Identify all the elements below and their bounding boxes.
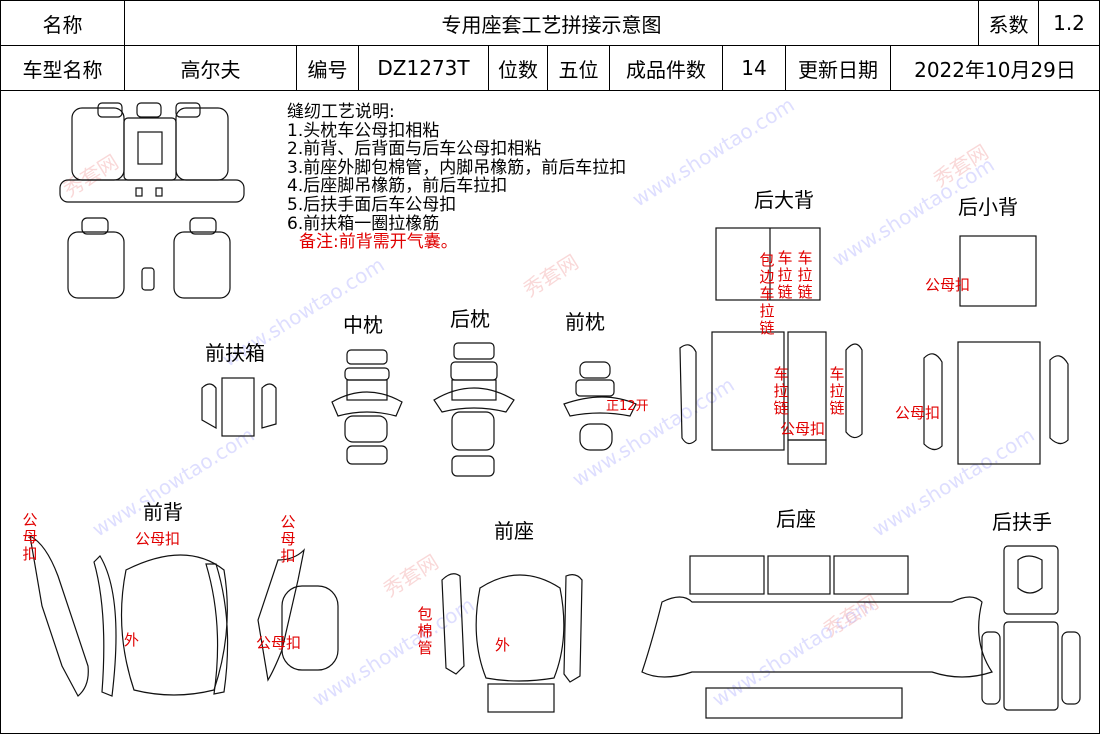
middle-pillow-pattern bbox=[331, 349, 403, 465]
section-title-rear-small-back: 后小背 bbox=[958, 195, 1018, 219]
section-title-rear-pillow: 后枕 bbox=[450, 307, 490, 331]
annotation-outer: 外 bbox=[124, 631, 140, 649]
rear-armrest-pattern bbox=[981, 545, 1081, 711]
pieces-label: 成品件数 bbox=[609, 45, 723, 91]
rear-seat-pattern bbox=[641, 555, 993, 719]
code-value: DZ1273T bbox=[358, 45, 489, 91]
section-title-front-back: 前背 bbox=[143, 500, 183, 524]
header-table: 名称 专用座套工艺拼接示意图 系数 1.2 车型名称 高尔夫 编号 DZ1273… bbox=[0, 0, 1100, 91]
model-label: 车型名称 bbox=[0, 45, 125, 91]
section-title-rear-armrest: 后扶手 bbox=[992, 510, 1052, 534]
front-seat-thumbnails bbox=[67, 217, 231, 299]
rear-small-back-pattern bbox=[923, 235, 1069, 465]
coef-value: 1.2 bbox=[1038, 0, 1100, 46]
date-value: 2022年10月29日 bbox=[890, 45, 1100, 91]
notes-heading: 缝纫工艺说明: bbox=[287, 102, 395, 122]
note-line: 1.头枕车公母扣相粘 bbox=[287, 120, 440, 141]
note-line: 6.前扶箱一圈拉橡筋 bbox=[287, 213, 440, 234]
model-value: 高尔夫 bbox=[124, 45, 297, 91]
section-title-front-armbox: 前扶箱 bbox=[205, 341, 265, 365]
note-line: 4.后座脚吊橡筋，前后车拉扣 bbox=[287, 176, 508, 197]
pieces-value: 14 bbox=[722, 45, 786, 91]
annotation-snap: 公母扣 bbox=[256, 634, 302, 652]
date-label: 更新日期 bbox=[785, 45, 891, 91]
front-pillow-pattern bbox=[563, 361, 637, 451]
section-title-front-seat: 前座 bbox=[494, 519, 534, 543]
page-title: 专用座套工艺拼接示意图 bbox=[124, 0, 979, 46]
seat-overview-thumbnail bbox=[59, 102, 245, 203]
annotation-snap: 公母扣 bbox=[280, 513, 296, 565]
annotation-zipper: 车拉链 bbox=[777, 249, 793, 301]
annotation-snap: 公母扣 bbox=[925, 276, 971, 294]
section-title-rear-big-back: 后大背 bbox=[754, 188, 814, 212]
front-armbox-pattern bbox=[201, 377, 277, 437]
annotation-zipper: 车拉链 bbox=[829, 365, 845, 417]
code-label: 编号 bbox=[296, 45, 359, 91]
annotation-snap: 公母扣 bbox=[780, 420, 826, 438]
annotation-zipper: 车拉链 bbox=[773, 365, 789, 417]
note-line: 3.前座外脚包棉管，内脚吊橡筋，前后车拉扣 bbox=[287, 157, 627, 178]
front-pillow-note: 正12开 bbox=[606, 399, 649, 414]
note-line: 5.后扶手面后车公母扣 bbox=[287, 194, 457, 215]
annotation-edge-zipper: 包边车拉链 bbox=[759, 251, 775, 337]
front-seat-pattern bbox=[441, 573, 583, 713]
annotation-snap: 公母扣 bbox=[895, 404, 941, 422]
rear-big-back-pattern bbox=[679, 227, 863, 465]
annotation-outer: 外 bbox=[495, 636, 511, 654]
rear-pillow-pattern bbox=[433, 342, 515, 477]
seats-label: 位数 bbox=[488, 45, 548, 91]
section-title-rear-seat: 后座 bbox=[776, 507, 816, 531]
front-back-pattern bbox=[29, 534, 339, 697]
annotation-foam-tube: 包棉管 bbox=[417, 605, 433, 657]
annotation-snap: 公母扣 bbox=[22, 511, 38, 563]
note-line: 2.前背、后背面与后车公母扣相粘 bbox=[287, 139, 542, 160]
annotation-snap: 公母扣 bbox=[135, 530, 181, 548]
notes-remark: 备注:前背需开气囊。 bbox=[299, 232, 458, 253]
section-title-front-pillow: 前枕 bbox=[565, 310, 605, 334]
section-title-middle-pillow: 中枕 bbox=[343, 313, 383, 337]
seats-value: 五位 bbox=[547, 45, 610, 91]
annotation-zipper: 车拉链 bbox=[797, 249, 813, 301]
sewing-notes: 缝纫工艺说明: 1.头枕车公母扣相粘 2.前背、后背面与后车公母扣相粘 3.前座… bbox=[287, 103, 626, 252]
